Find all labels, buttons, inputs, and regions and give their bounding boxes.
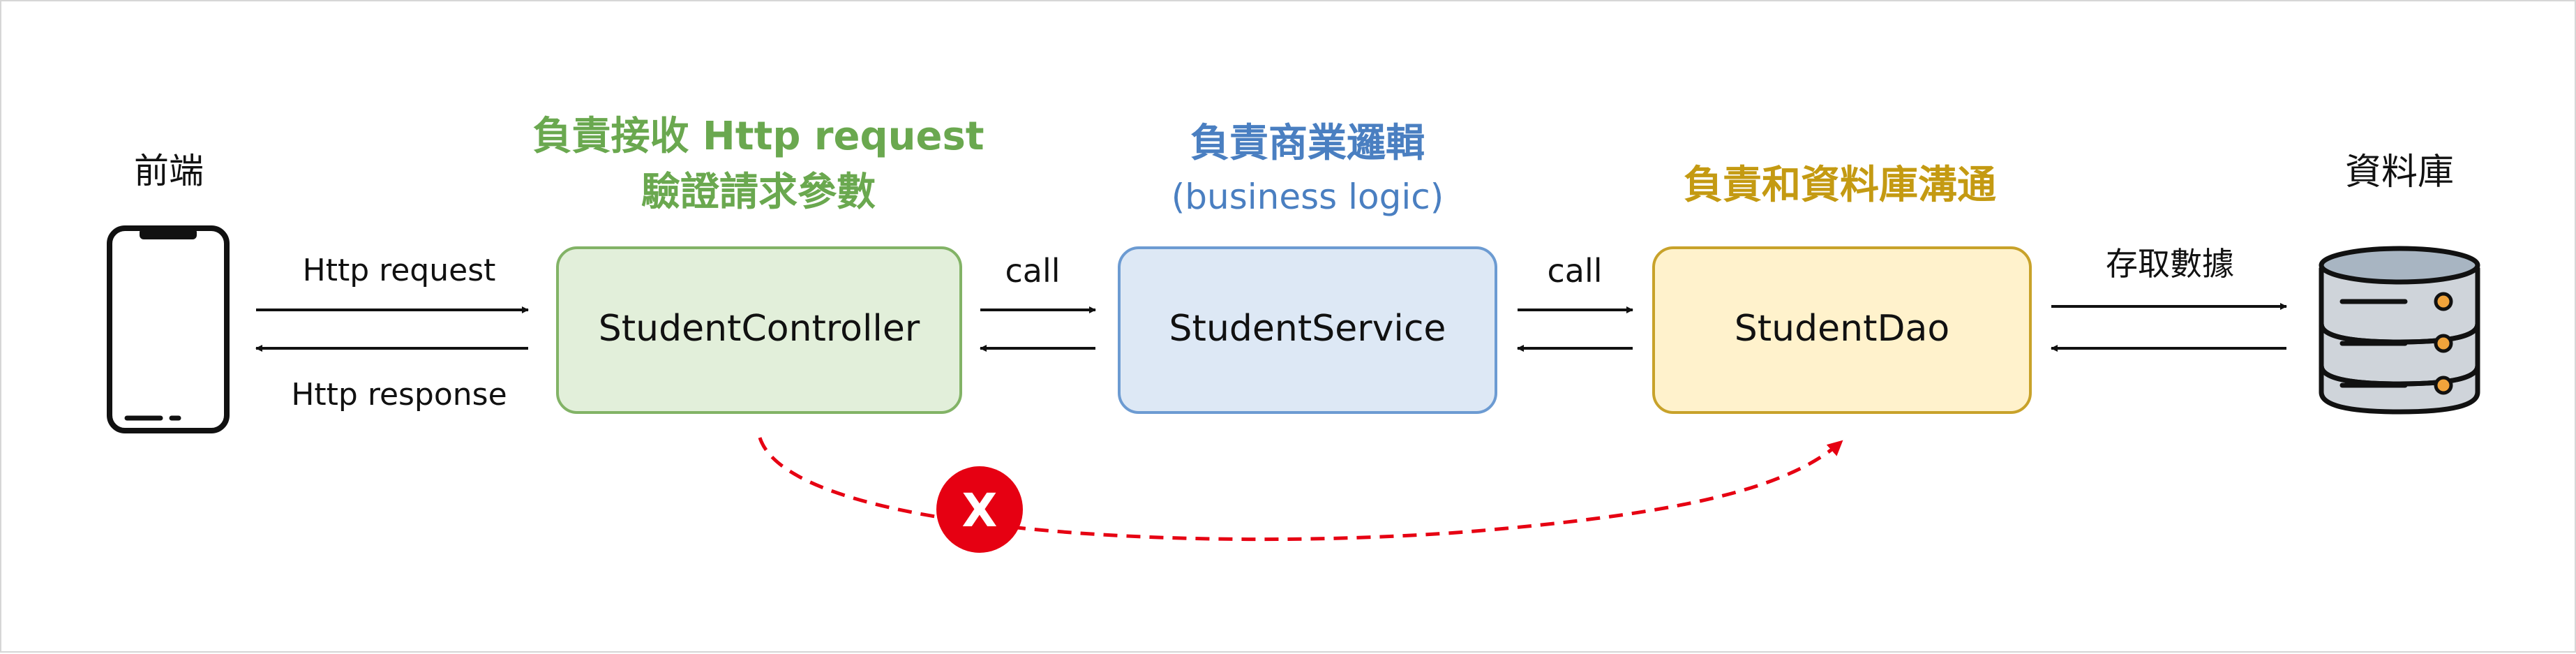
call-label-1: call — [1005, 252, 1060, 290]
frontend-label: 前端 — [134, 151, 204, 191]
dao-box-label: StudentDao — [1735, 308, 1949, 350]
database-server-icon — [2319, 246, 2480, 415]
controller-role-line1: 負責接收 Http request — [532, 114, 984, 159]
service-role-line1: 負責商業邏輯 — [1190, 121, 1425, 166]
dao-role-label: 負責和資料庫溝通 — [1684, 163, 1996, 208]
forbidden-mark: X — [962, 484, 998, 537]
forbidden-icon: X — [936, 466, 1023, 553]
controller-role-line2: 驗證請求參數 — [641, 170, 876, 215]
http-response-label: Http response — [291, 377, 507, 413]
db-access-label: 存取數據 — [2106, 245, 2234, 283]
controller-box: StudentController — [556, 246, 962, 414]
service-box-label: StudentService — [1169, 308, 1446, 350]
dao-box: StudentDao — [1652, 246, 2032, 414]
smartphone-icon — [107, 225, 230, 433]
service-role-line2: (business logic) — [1171, 177, 1444, 217]
forbidden-direct-call-curve — [758, 437, 1843, 542]
controller-box-label: StudentController — [599, 308, 920, 350]
service-box: StudentService — [1118, 246, 1497, 414]
http-request-label: Http request — [303, 253, 496, 288]
call-label-2: call — [1547, 252, 1602, 290]
database-label: 資料庫 — [2345, 151, 2454, 193]
